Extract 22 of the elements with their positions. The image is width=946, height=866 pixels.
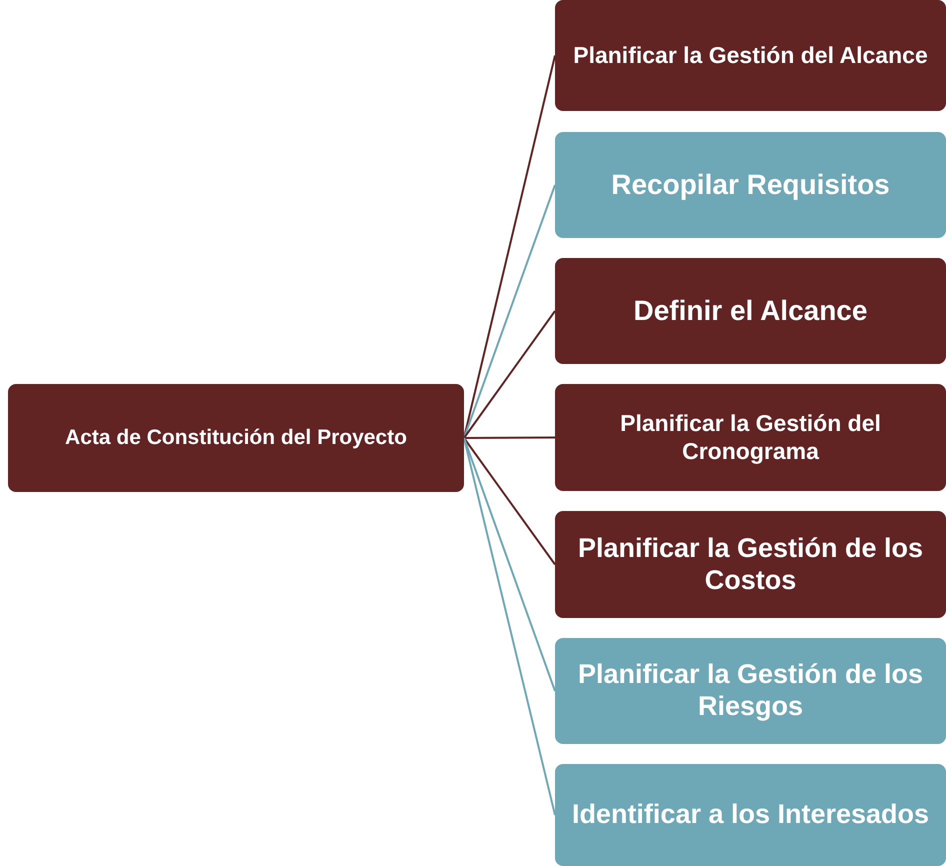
connector-line [463,310,556,439]
box-label: Planificar la Gestión de los Costos [576,532,924,596]
box-label: Planificar la Gestión del Cronograma [619,410,882,465]
box-label: Identificar a los Interesados [572,799,930,831]
box-label: Definir el Alcance [634,294,868,328]
connector-line [463,438,556,816]
connector-line [463,437,556,566]
process-box [555,638,946,744]
box-label: Planificar la Gestión del Alcance [573,42,928,70]
box-label: Acta de Constitución del Proyecto [65,426,407,450]
connector-line [464,436,555,439]
process-box [555,132,946,238]
process-box [555,764,946,866]
source-box [8,384,464,492]
box-label: Recopilar Requisitos [611,168,890,202]
process-box [555,258,946,364]
connector-line [463,184,556,438]
connector-line [463,438,556,692]
process-box [555,384,946,491]
process-box [555,511,946,618]
box-label: Planificar la Gestión de los Riesgos [576,659,924,723]
process-box [555,0,946,111]
